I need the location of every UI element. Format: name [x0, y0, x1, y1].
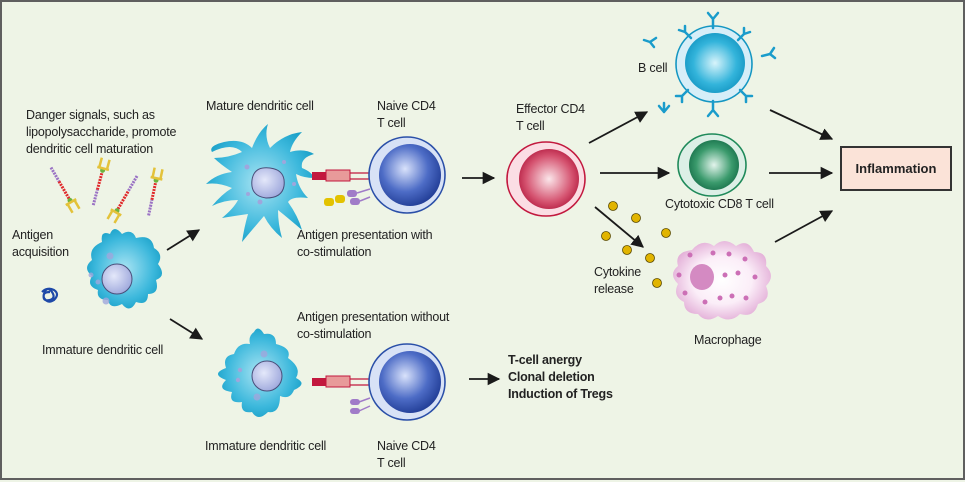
arrow-to-immature-dc	[169, 318, 204, 340]
immature-dc-left-label: Immature dendritic cell	[42, 343, 164, 357]
costimulatory-molecules-top	[324, 188, 371, 206]
lps-molecule	[91, 157, 111, 206]
cytokine-release-label: Cytokine release	[594, 265, 642, 296]
cytotoxic-cd8-t-cell	[677, 133, 747, 197]
outcome-tregs: Induction of Tregs	[508, 387, 613, 401]
immature-dc-bottom-label: Immature dendritic cell	[205, 439, 327, 453]
lps-molecule	[49, 166, 81, 214]
mhc-tcr-complex-top	[312, 169, 370, 182]
mature-dc-label: Mature dendritic cell	[206, 99, 314, 113]
mhc-tcr-complex-bottom	[312, 375, 370, 388]
arrow-to-b-cell	[588, 111, 649, 144]
macrophage-label: Macrophage	[694, 333, 762, 347]
arrow-macrophage-to-inflammation	[774, 210, 834, 243]
outcome-clonal-deletion: Clonal deletion	[508, 370, 595, 384]
antibodies	[642, 11, 777, 118]
naive-cd4-t-cell-top	[368, 136, 446, 214]
mature-dendritic-cell	[206, 124, 314, 242]
outcome-anergy: T-cell anergy	[508, 353, 582, 367]
costimulatory-receptor-bottom	[350, 397, 371, 414]
inflammation-label: Inflammation	[855, 161, 937, 176]
lps-molecule	[106, 175, 139, 224]
protein-antigen	[41, 287, 59, 303]
cytotoxic-cd8-label: Cytotoxic CD8 T cell	[665, 197, 774, 211]
arrow-b-to-inflammation	[769, 109, 834, 140]
presentation-with-label: Antigen presentation with co-stimulation	[297, 228, 433, 259]
lps-molecules	[49, 157, 164, 224]
danger-signals-label: Danger signals, such as lipopolysacchari…	[26, 108, 177, 156]
inflammation-box: Inflammation	[840, 146, 952, 191]
naive-cd4-bottom-label: Naive CD4 T cell	[377, 439, 436, 470]
arrows	[166, 109, 834, 386]
naive-cd4-t-cell-bottom	[368, 343, 446, 421]
outcomes-list: T-cell anergy Clonal deletion Induction …	[508, 352, 613, 403]
antigen-acquisition-label: Antigen acquisition	[12, 228, 69, 259]
lps-molecule	[147, 167, 164, 216]
immature-dendritic-cell-left	[87, 229, 163, 309]
presentation-without-label: Antigen presentation without co-stimulat…	[297, 310, 450, 341]
b-cell	[675, 25, 753, 103]
naive-cd4-top-label: Naive CD4 T cell	[377, 99, 436, 130]
cytokines	[601, 201, 671, 288]
effector-cd4-t-cell	[506, 141, 586, 217]
arrow-to-mature-dc	[166, 229, 201, 251]
macrophage	[673, 241, 771, 320]
arrow-to-macrophage	[594, 206, 644, 248]
b-cell-label: B cell	[638, 61, 668, 75]
immature-dendritic-cell-bottom	[218, 328, 302, 417]
effector-cd4-label: Effector CD4 T cell	[516, 102, 585, 133]
